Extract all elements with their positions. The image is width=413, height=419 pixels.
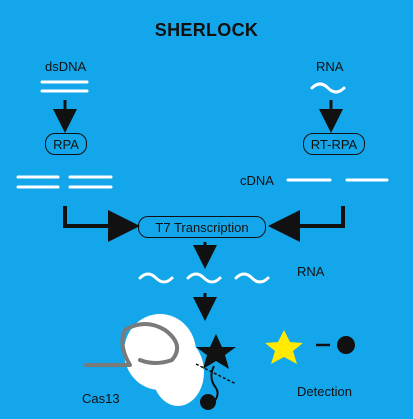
rna-wave-icon bbox=[310, 82, 346, 94]
reporter-linker bbox=[210, 365, 219, 403]
elbow-arrow-icon bbox=[268, 206, 345, 242]
detection-label: Detection bbox=[297, 384, 352, 399]
t7-transcription-label: T7 Transcription bbox=[155, 220, 249, 235]
rna-output-label: RNA bbox=[297, 264, 325, 279]
page-title: SHERLOCK bbox=[154, 20, 259, 40]
cdna-label: cDNA bbox=[240, 173, 274, 188]
rt-rpa-box: RT-RPA bbox=[303, 133, 365, 155]
amplified-dna-icon bbox=[16, 175, 113, 189]
star-fluorophore-icon bbox=[196, 334, 236, 369]
quencher-dot-icon bbox=[337, 336, 355, 354]
star-fluorophore-icon bbox=[265, 330, 303, 364]
cas13-enzyme-icon bbox=[84, 314, 204, 406]
rpa-box: RPA bbox=[45, 133, 87, 155]
elbow-arrow-icon bbox=[63, 206, 140, 242]
cleavage-line bbox=[195, 363, 237, 385]
cas13-label: Cas13 bbox=[82, 391, 120, 406]
rt-rpa-label: RT-RPA bbox=[310, 137, 358, 152]
dsdna-label: dsDNA bbox=[45, 59, 87, 74]
quencher-dot-icon bbox=[200, 394, 216, 410]
rna-wave-icon bbox=[138, 272, 270, 284]
rna-input-label: RNA bbox=[316, 59, 344, 74]
double-strand-dna-icon bbox=[40, 80, 89, 93]
rpa-label: RPA bbox=[53, 137, 79, 152]
